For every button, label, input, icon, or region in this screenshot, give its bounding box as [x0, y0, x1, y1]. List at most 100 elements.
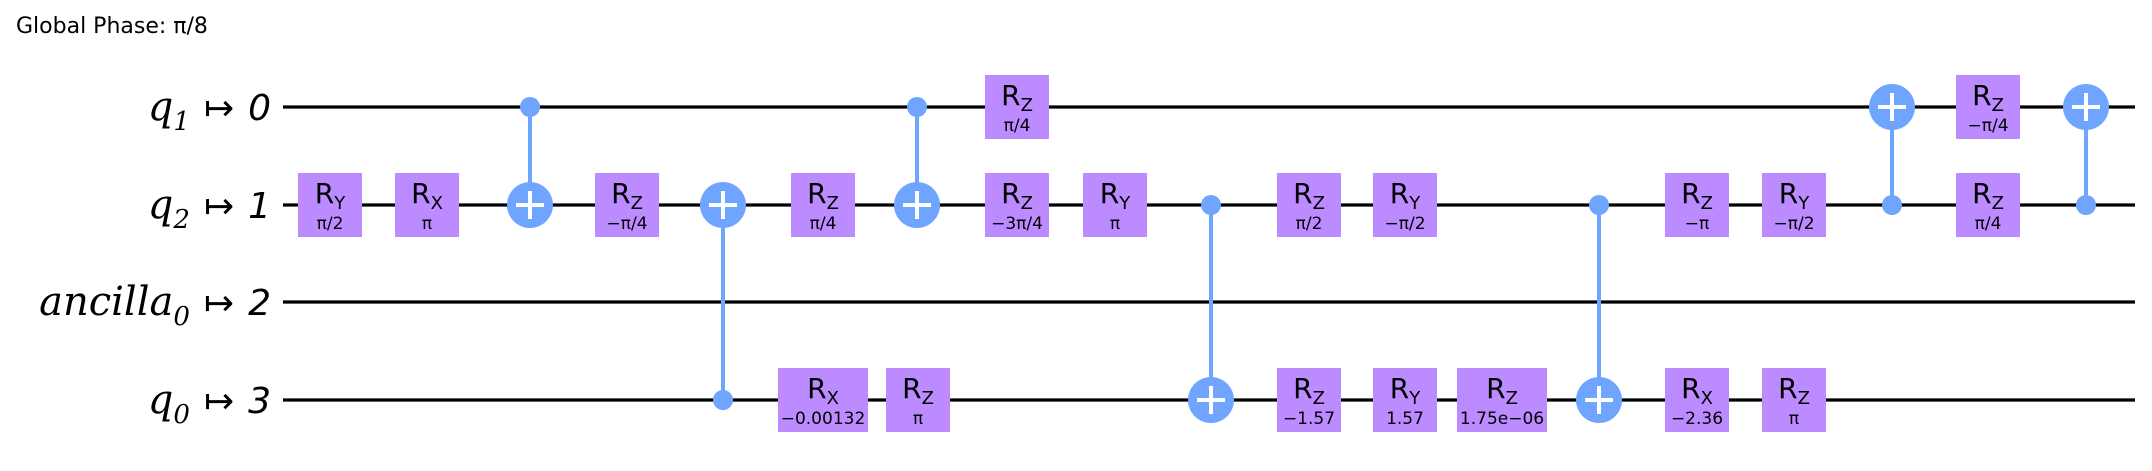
qubit-label-0: q1↦0 [148, 84, 271, 137]
gate-letter: R [1779, 177, 1798, 210]
qubit-label-3: q0 ↦ 3 [148, 377, 271, 430]
gate-box [1457, 368, 1547, 432]
gate-name: RY [1390, 177, 1421, 214]
gate-axis: Y [1118, 193, 1131, 214]
gate-letter: R [1681, 372, 1700, 405]
gate-name: RZ [1681, 177, 1713, 214]
global-phase-label: Global Phase: π/8 [16, 14, 208, 39]
control-dot [1589, 195, 1609, 215]
gate-name: RZ [1972, 79, 2004, 116]
gate-box [1956, 173, 2020, 237]
gate-name: RZ [1972, 177, 2004, 214]
gate-box [985, 75, 1049, 139]
qubit-mapsto: ↦ [204, 381, 234, 422]
gate-axis: Z [1992, 95, 2004, 116]
gate-name: RY [1100, 177, 1131, 214]
gate-axis: Z [1992, 193, 2004, 214]
gate-letter: R [1293, 372, 1312, 405]
gate-parameter: −1.57 [1283, 409, 1335, 429]
gate-name: RY [1779, 177, 1810, 214]
cnot-gate [1188, 195, 1234, 423]
qubit-mapsto: ↦ [204, 186, 234, 227]
gate-parameter: −π/4 [606, 214, 647, 234]
gate-letter: R [1972, 79, 1991, 112]
qubit-subscript: 0 [173, 400, 190, 430]
gate-box [886, 368, 950, 432]
gate-axis: Y [1408, 193, 1421, 214]
qubit-name: q [148, 182, 174, 228]
qubit-subscript: 2 [172, 205, 190, 235]
gate-name: RY [1390, 372, 1421, 409]
operations-layer: RYπ/2RXπRZ−π/4RX−0.00132RZπ/4RZπRZπ/4RZ−… [298, 75, 2109, 432]
gate-rz: RZ−1.57 [1277, 368, 1341, 432]
cnot-gate [2063, 84, 2109, 215]
cnot-gate [1576, 195, 1622, 423]
qubit-label-1: q2 ↦ 1 [148, 182, 271, 235]
gate-axis: X [827, 388, 839, 409]
gate-parameter: −π/2 [1773, 214, 1814, 234]
gate-name: RZ [1778, 372, 1810, 409]
gate-ry: RYπ [1083, 173, 1147, 237]
gate-name: RX [807, 372, 839, 409]
gate-rz: RZ−3π/4 [985, 173, 1049, 237]
gate-parameter: π/2 [1296, 214, 1323, 234]
gate-rz: RZ−π [1665, 173, 1729, 237]
gate-letter: R [1486, 372, 1505, 405]
gate-ry: RY−π/2 [1373, 173, 1437, 237]
gate-box [1083, 173, 1147, 237]
gate-parameter: 1.57 [1386, 409, 1424, 429]
gate-axis: Z [1313, 193, 1325, 214]
cnot-gate [1869, 84, 1915, 215]
qubit-name: ancilla [39, 279, 173, 325]
qubit-index: 1 [248, 186, 271, 227]
gate-parameter: −3π/4 [991, 214, 1043, 234]
gate-axis: Z [631, 193, 643, 214]
gate-name: RZ [1293, 177, 1325, 214]
gate-letter: R [1972, 177, 1991, 210]
gate-box [1373, 368, 1437, 432]
gate-letter: R [1001, 177, 1020, 210]
gate-name: RZ [1001, 177, 1033, 214]
gate-parameter: π/4 [810, 214, 837, 234]
gate-name: RZ [611, 177, 643, 214]
gate-rx: RX−2.36 [1665, 368, 1729, 432]
gate-parameter: −π/2 [1384, 214, 1425, 234]
gate-letter: R [315, 177, 334, 210]
qubit-mapsto: ↦ [204, 88, 234, 129]
gate-rx: RXπ [395, 173, 459, 237]
gate-letter: R [807, 177, 826, 210]
gate-letter: R [411, 177, 430, 210]
control-dot [1201, 195, 1221, 215]
qubit-index: 2 [248, 283, 271, 324]
gate-rz: RZπ [1762, 368, 1826, 432]
gate-parameter: π/2 [317, 214, 344, 234]
gate-box [395, 173, 459, 237]
gate-axis: Z [1506, 388, 1518, 409]
gate-parameter: π/4 [1004, 116, 1031, 136]
gate-letter: R [1390, 372, 1409, 405]
gate-rz: RZπ/2 [1277, 173, 1341, 237]
gate-letter: R [1293, 177, 1312, 210]
gate-name: RZ [1486, 372, 1518, 409]
gate-axis: Z [1021, 193, 1033, 214]
qubit-index: 3 [248, 381, 271, 422]
gate-parameter: −π [1685, 214, 1709, 234]
gate-parameter: −π/4 [1967, 116, 2008, 136]
qubit-name: q [148, 377, 174, 423]
cnot-gate [507, 97, 553, 228]
gate-letter: R [611, 177, 630, 210]
gate-axis: Z [1313, 388, 1325, 409]
gate-box [1665, 173, 1729, 237]
gate-letter: R [1100, 177, 1119, 210]
gate-letter: R [1778, 372, 1797, 405]
cnot-gate [700, 182, 746, 410]
gate-name: RZ [902, 372, 934, 409]
gate-axis: X [431, 193, 443, 214]
gate-parameter: π [1789, 409, 1799, 429]
control-dot [713, 390, 733, 410]
gate-rz: RZ−π/4 [1956, 75, 2020, 139]
gate-letter: R [1001, 79, 1020, 112]
gate-name: RZ [1001, 79, 1033, 116]
gate-rz: RZ−π/4 [595, 173, 659, 237]
gate-parameter: π [913, 409, 923, 429]
